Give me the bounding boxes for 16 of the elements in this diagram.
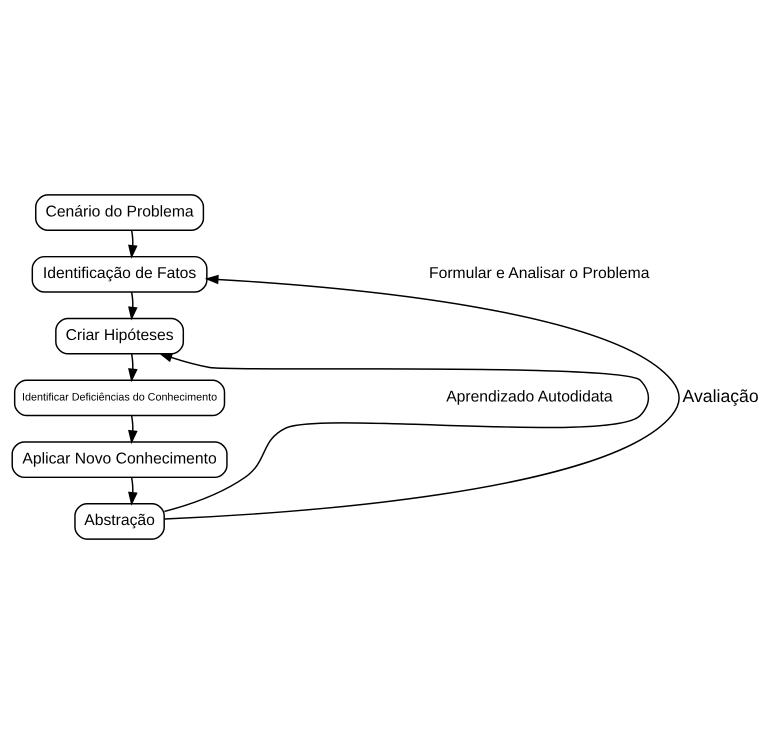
arrow [128,477,138,506]
arrow [128,415,138,444]
arrow [128,230,138,258]
node-box: Cenário do Problema [35,194,204,230]
arrow [128,292,138,320]
node-box: Identificar Deficiências do Conhecimento [14,379,226,416]
edge-label: Avaliação [682,386,759,406]
label: Aprendizado Autodidata [446,388,613,406]
node-box: Aplicar Novo Conhecimento [11,440,228,478]
arrow [128,353,138,382]
arrow [164,274,680,520]
arrow [158,352,649,512]
node-box: Abstração [74,502,165,540]
label: Formular e Analisar o Problema [429,264,650,282]
node-box: Criar Hipóteses [55,317,184,354]
node-box: Identificação de Fatos [32,255,208,292]
